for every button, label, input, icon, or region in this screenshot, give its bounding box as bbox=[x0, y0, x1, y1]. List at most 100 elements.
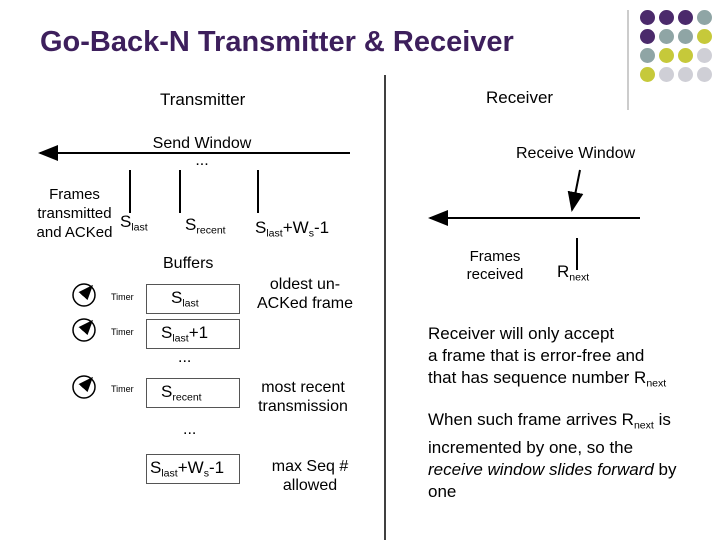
s-last-sub: last bbox=[131, 221, 148, 234]
decor-dot bbox=[678, 29, 693, 44]
s-last-ws-base: S bbox=[255, 218, 267, 237]
page-title: Go-Back-N Transmitter & Receiver bbox=[40, 26, 514, 58]
buffer-seq-sub: recent bbox=[172, 391, 202, 404]
r-next-sub: next bbox=[569, 271, 590, 284]
decor-dot bbox=[659, 10, 674, 25]
buffer-seq-label: Srecent bbox=[161, 382, 202, 404]
decor-dot bbox=[678, 67, 693, 82]
para-italic: receive window slides forward bbox=[428, 459, 654, 479]
send-window-ellipsis: ... bbox=[195, 152, 209, 169]
receiver-slide-paragraph: When such frame arrives Rnext is increme… bbox=[428, 409, 677, 503]
send-window-text: Send Window bbox=[152, 135, 252, 152]
decorative-dot-grid bbox=[640, 10, 720, 90]
s-recent-base: S bbox=[185, 215, 197, 234]
buffer-seq-sub: last bbox=[161, 467, 178, 480]
max-note: max Seq # allowed bbox=[250, 457, 370, 495]
buffer-seq-label: Slast+Ws-1 bbox=[150, 458, 224, 480]
para-sub: next bbox=[633, 419, 654, 432]
buffer-seq-end: -1 bbox=[208, 458, 225, 477]
decor-dot bbox=[640, 67, 655, 82]
decor-dot bbox=[640, 10, 655, 25]
frames-acked-label: Frames transmitted and ACKed bbox=[32, 185, 117, 242]
note-line: most recent bbox=[261, 379, 345, 396]
s-last-ws-label: Slast+Ws-1 bbox=[255, 218, 329, 240]
transmitter-heading: Transmitter bbox=[160, 90, 246, 109]
decor-dot bbox=[659, 29, 674, 44]
frames-line: and ACKed bbox=[36, 224, 113, 241]
para-text: is bbox=[653, 410, 671, 429]
r-next-base: R bbox=[557, 262, 570, 281]
timer-icon bbox=[72, 318, 96, 342]
buffer-seq-label: Slast bbox=[171, 288, 199, 310]
buffer-seq-sub: last bbox=[182, 297, 199, 310]
timer-icon bbox=[72, 283, 96, 307]
receive-window-pointer bbox=[567, 169, 584, 212]
frames-received-line: received bbox=[466, 266, 524, 283]
s-recent-sub: recent bbox=[196, 224, 226, 237]
frames-line: Frames bbox=[49, 186, 100, 203]
buffers-ellipsis: ... bbox=[178, 349, 192, 366]
buffer-slot: Slast bbox=[146, 284, 240, 314]
frames-line: transmitted bbox=[37, 205, 112, 222]
buffer-slot: Slast+1 bbox=[146, 319, 240, 349]
s-last-label: Slast bbox=[120, 212, 148, 234]
s-last-base: S bbox=[120, 212, 132, 231]
receive-window-label: Receive Window bbox=[516, 145, 636, 162]
para-text: that has sequence number R bbox=[428, 368, 647, 387]
buffer-seq-suffix: +W bbox=[177, 458, 204, 477]
buffer-slot: Slast+Ws-1 bbox=[146, 454, 240, 484]
buffer-slot: Srecent bbox=[146, 378, 240, 408]
buffers-ellipsis: ... bbox=[183, 421, 197, 438]
oldest-note: oldest un- ACKed frame bbox=[240, 275, 370, 313]
para-text: When such frame arrives R bbox=[428, 410, 634, 429]
s-last-ws-sub: last bbox=[266, 227, 283, 240]
decor-dot bbox=[697, 10, 712, 25]
buffer-seq-sub2: s bbox=[203, 467, 209, 480]
buffer-seq-base: S bbox=[150, 458, 162, 477]
timer-label: Timer bbox=[111, 292, 134, 302]
send-window-label: Send Window ... bbox=[140, 135, 264, 169]
frames-received-line: Frames bbox=[469, 248, 521, 265]
decor-dot bbox=[697, 48, 712, 63]
note-line: allowed bbox=[282, 477, 338, 494]
buffer-seq-label: Slast+1 bbox=[161, 323, 208, 345]
para-line: that has sequence number Rnext bbox=[428, 367, 666, 395]
buffer-seq-suffix: +1 bbox=[188, 323, 209, 342]
para-line: a frame that is error-free and bbox=[428, 346, 645, 365]
decor-dot bbox=[640, 48, 655, 63]
buffer-seq-base: S bbox=[171, 288, 183, 307]
note-line: transmission bbox=[258, 398, 348, 415]
recent-note: most recent transmission bbox=[240, 378, 366, 416]
buffer-seq-base: S bbox=[161, 323, 173, 342]
buffer-seq-base: S bbox=[161, 382, 173, 401]
para-line: When such frame arrives Rnext is bbox=[428, 409, 677, 437]
buffers-heading: Buffers bbox=[163, 255, 214, 272]
s-recent-label: Srecent bbox=[185, 215, 226, 237]
note-line: max Seq # bbox=[271, 458, 349, 475]
note-line: oldest un- bbox=[269, 276, 341, 293]
decor-dot bbox=[659, 67, 674, 82]
decor-dot bbox=[659, 48, 674, 63]
para-line: incremented by one, so the bbox=[428, 437, 634, 457]
s-last-ws-mid: +W bbox=[282, 218, 309, 237]
timer-label: Timer bbox=[111, 327, 134, 337]
decor-dot bbox=[678, 10, 693, 25]
frames-received-label: Frames received bbox=[455, 248, 535, 284]
decor-dot bbox=[697, 29, 712, 44]
decor-dot bbox=[697, 67, 712, 82]
s-last-ws-sub2: s bbox=[308, 227, 314, 240]
r-next-label: Rnext bbox=[557, 262, 589, 284]
timer-label: Timer bbox=[111, 384, 134, 394]
note-line: ACKed frame bbox=[256, 295, 354, 312]
para-text: by bbox=[653, 459, 677, 479]
receiver-accept-paragraph: Receiver will only accept a frame that i… bbox=[428, 323, 666, 395]
decor-dot bbox=[640, 29, 655, 44]
s-last-ws-end: -1 bbox=[313, 218, 330, 237]
timer-icon bbox=[72, 375, 96, 399]
receiver-heading: Receiver bbox=[486, 88, 554, 107]
buffer-seq-sub: last bbox=[172, 332, 189, 345]
para-sub: next bbox=[646, 377, 667, 390]
para-line: Receiver will only accept bbox=[428, 324, 615, 343]
para-line: one bbox=[428, 481, 457, 501]
